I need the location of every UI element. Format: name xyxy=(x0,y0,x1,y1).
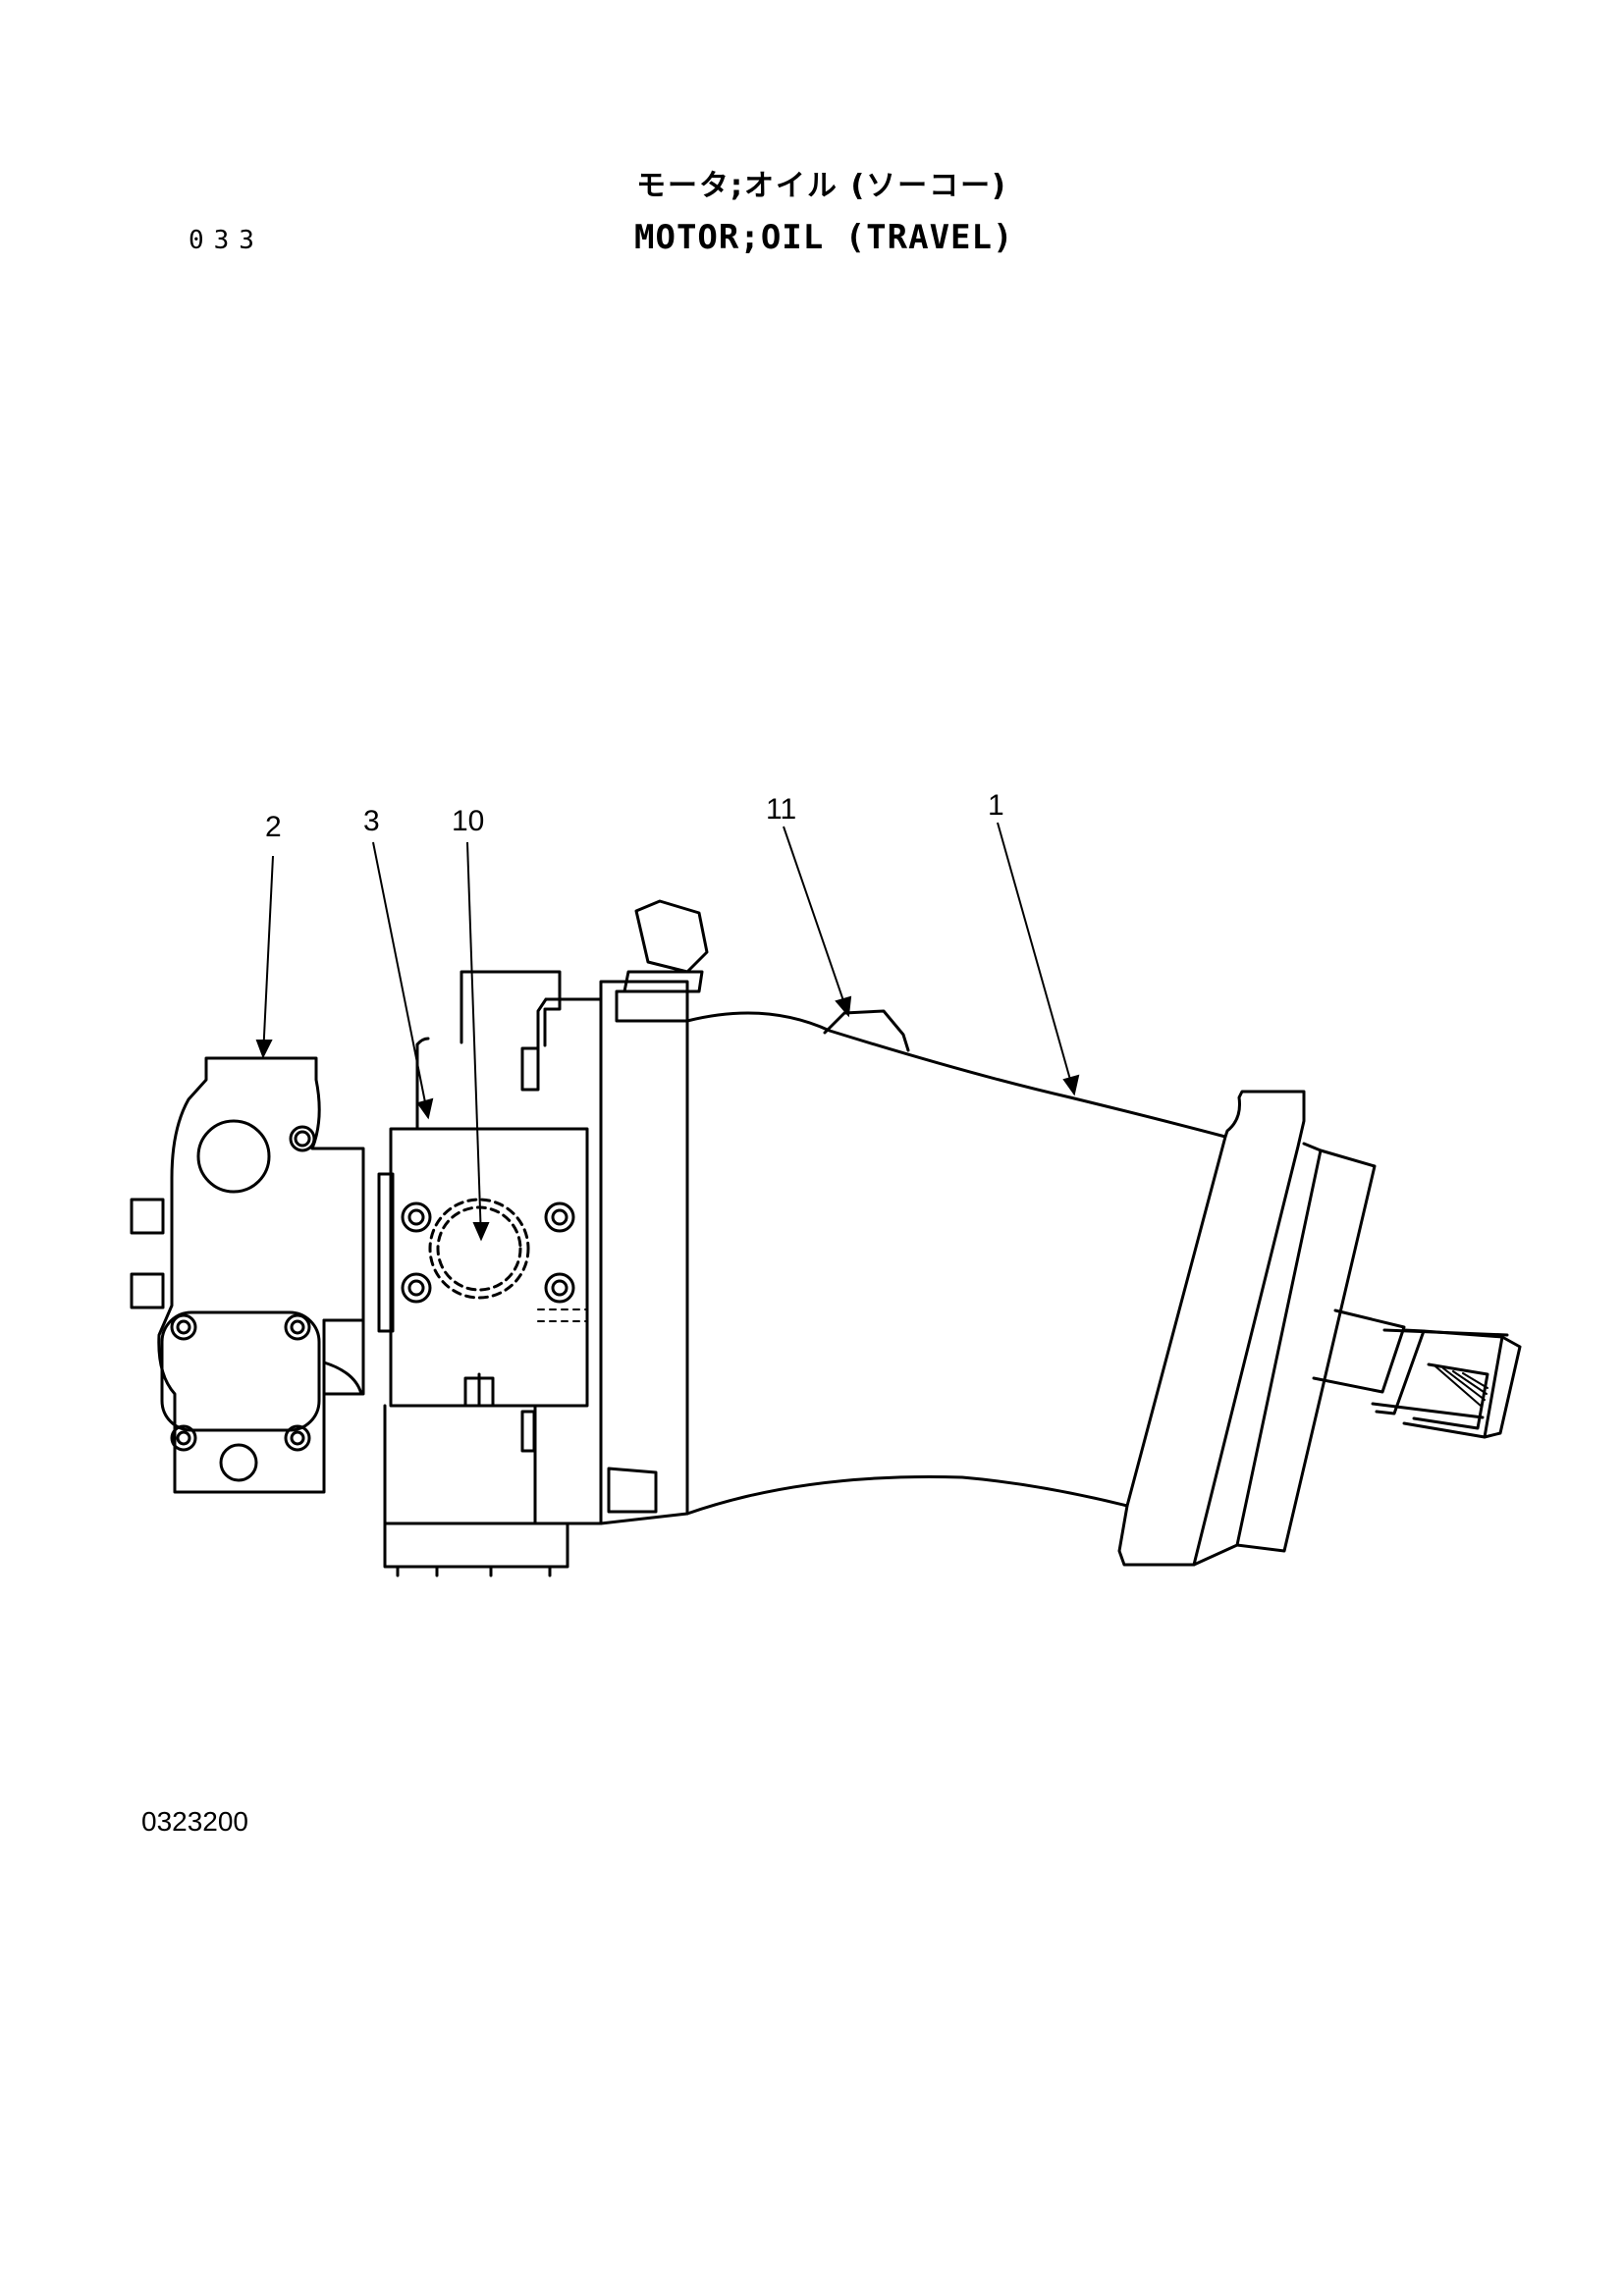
valve-housing xyxy=(130,1056,365,1494)
callout-label-10: 10 xyxy=(452,805,484,837)
leader-1 xyxy=(997,822,1075,1095)
callout-label-11: 11 xyxy=(766,793,796,826)
arrowhead-1 xyxy=(1062,1074,1080,1096)
rear-cover xyxy=(383,970,603,1577)
leader-2 xyxy=(262,855,274,1057)
top-fittings xyxy=(607,899,910,1514)
callout-label-1: 1 xyxy=(988,789,1004,822)
arrowhead-3 xyxy=(416,1097,434,1120)
leader-10 xyxy=(466,841,482,1240)
leader-3 xyxy=(372,841,429,1118)
arrowhead-2 xyxy=(255,1040,273,1059)
title-japanese: モータ;オイル (ソーコー) xyxy=(636,169,1007,203)
page-number: 033 xyxy=(189,226,264,255)
motor-body xyxy=(599,980,1522,1567)
callout-label-3: 3 xyxy=(363,805,380,837)
arrowhead-11 xyxy=(835,995,852,1018)
drawing-code: 0323200 xyxy=(141,1806,249,1837)
leader-11 xyxy=(783,826,849,1016)
port-block xyxy=(377,1127,589,1408)
callout-label-2: 2 xyxy=(265,811,282,843)
title-english: MOTOR;OIL (TRAVEL) xyxy=(634,218,1014,257)
arrowhead-10 xyxy=(472,1222,490,1242)
